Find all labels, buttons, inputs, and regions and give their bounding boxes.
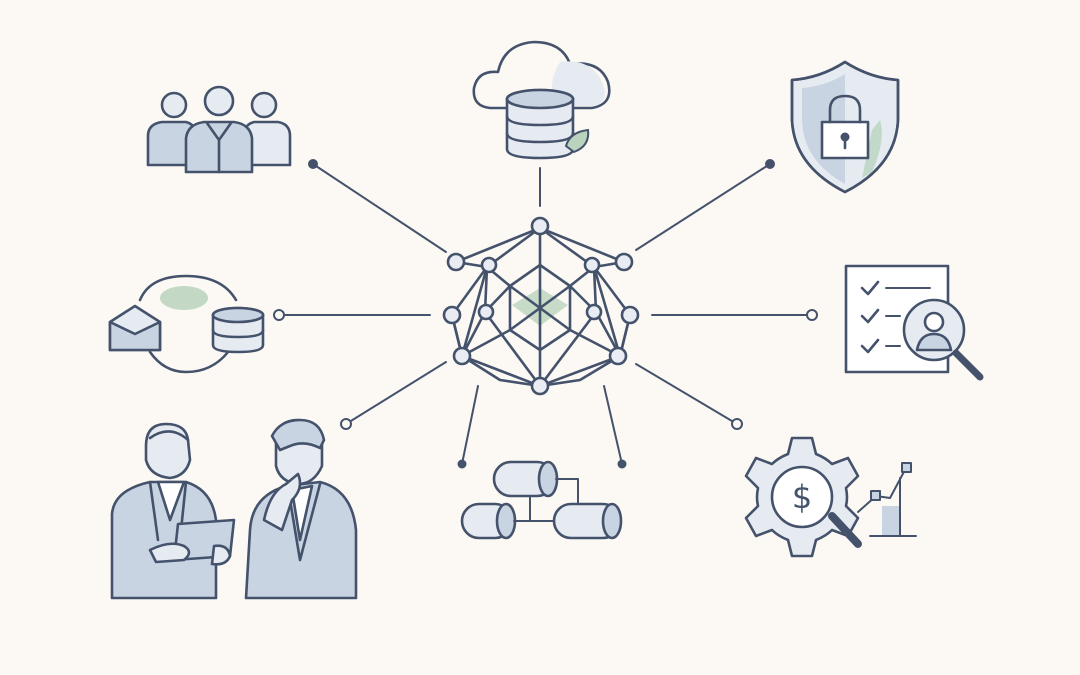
hub-node bbox=[583, 256, 601, 274]
data-flow-icon bbox=[460, 460, 623, 540]
hub-node bbox=[620, 305, 640, 325]
hub-node bbox=[442, 305, 462, 325]
connector-people bbox=[345, 361, 447, 425]
hub-node bbox=[608, 346, 628, 366]
hub-inner-cross bbox=[508, 263, 572, 352]
connector-flow-right bbox=[603, 385, 623, 465]
hub-node bbox=[446, 252, 466, 272]
hub-node bbox=[477, 303, 495, 321]
connector-team bbox=[312, 163, 447, 253]
team-icon bbox=[146, 85, 292, 174]
hub-node-bottom bbox=[530, 376, 550, 396]
hub-node bbox=[585, 303, 603, 321]
hub-spokes bbox=[460, 226, 622, 388]
security-shield-icon bbox=[790, 60, 900, 194]
connector-team-end bbox=[308, 159, 318, 169]
hub-node-top bbox=[530, 216, 550, 236]
connector-security bbox=[635, 163, 771, 251]
hub-node bbox=[614, 252, 634, 272]
cloud-database-icon bbox=[472, 40, 611, 160]
connector-audit-end bbox=[806, 309, 818, 321]
business-people-icon bbox=[110, 418, 358, 600]
finance-gear-icon: $ bbox=[744, 436, 917, 558]
dollar-sign-icon: $ bbox=[792, 478, 812, 516]
connector-flow-right-end bbox=[617, 459, 627, 469]
hub-node bbox=[452, 346, 472, 366]
data-exchange-icon bbox=[108, 274, 265, 374]
connectors bbox=[273, 159, 818, 469]
checklist-audit-icon bbox=[844, 264, 984, 381]
connector-finance-end bbox=[731, 418, 743, 430]
connector-people-end bbox=[340, 418, 352, 430]
connector-flow-left-end bbox=[457, 459, 467, 469]
hub-network-icon bbox=[442, 216, 640, 396]
connector-flow-left bbox=[461, 385, 479, 465]
hub-node bbox=[480, 256, 498, 274]
connector-exchange-end bbox=[273, 309, 285, 321]
connector-finance bbox=[635, 363, 738, 425]
connector-security-end bbox=[765, 159, 775, 169]
